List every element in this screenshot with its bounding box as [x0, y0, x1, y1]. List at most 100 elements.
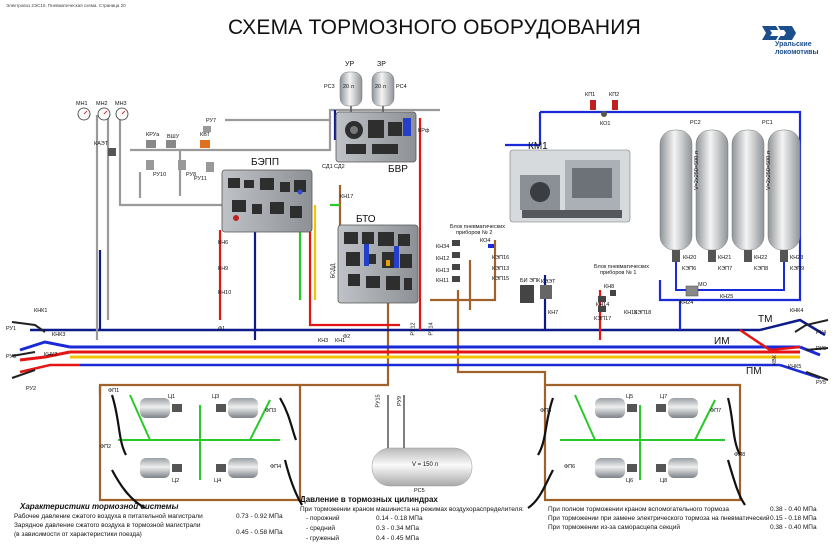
cylinder-c4: [228, 458, 258, 478]
footer-left-title: Характеристики тормозной системы: [20, 502, 179, 511]
label-kn22: КН22: [754, 255, 768, 261]
label-kn9: КН9: [218, 266, 229, 272]
label-knk2: КНК2: [44, 352, 58, 358]
label-fp4: ФП4: [270, 464, 282, 470]
block1-valves: [598, 290, 616, 312]
label-bsdd: БСДД: [330, 263, 337, 279]
label-ur: УР: [345, 61, 355, 68]
label-ko4: КО4: [480, 238, 491, 244]
label-krua: КРУа: [146, 132, 160, 138]
label-rs5: РС5: [414, 488, 425, 494]
label-kn21: КН21: [718, 255, 732, 261]
label-krf: КРф: [418, 128, 430, 134]
label-bi-epk: БИ ЭПК: [520, 278, 541, 284]
label-kn10: КН10: [218, 290, 232, 296]
label-kep13: КЭП13: [492, 266, 510, 272]
label-km1: КМ1: [528, 141, 548, 152]
kp-valves: [590, 100, 618, 117]
cylinder-c6: [595, 458, 625, 478]
label-kn3: КН3: [318, 338, 329, 344]
label-rs4: РС4: [396, 84, 407, 90]
label-kep9: КЭП9: [790, 266, 805, 272]
label-kn23: КН23: [790, 255, 804, 261]
label-vol-ur: 20 л: [343, 84, 354, 90]
brake-cylinders-right: [595, 398, 698, 478]
kaet-valve-icon: [108, 148, 116, 156]
label-kep16: КЭП16: [492, 255, 510, 261]
ru10-valve-icon: [146, 160, 154, 170]
label-fp3: ФП3: [265, 408, 277, 414]
label-c7: Ц7: [660, 394, 668, 400]
label-c1: Ц1: [168, 394, 176, 400]
vshu-valve-icon: [166, 140, 176, 148]
label-c5: Ц5: [626, 394, 634, 400]
footer-right-row-1-value: 0.38 - 0.40 МПа: [770, 506, 817, 513]
bvr-details: [345, 118, 411, 154]
label-kep6: КЭП6: [682, 266, 697, 272]
label-rs2: РС2: [690, 120, 701, 126]
reservoir-rs1b: [767, 129, 801, 251]
footer-mid-row-2-value: 0.3 - 0.34 МПа: [376, 525, 419, 532]
footer-mid-row-3-label: - груженый: [306, 535, 340, 542]
label-ru6: РУ6: [816, 346, 827, 352]
label-kn24: КН24: [680, 300, 694, 306]
label-mo: МО: [698, 282, 707, 288]
page-title: СХЕМА ТОРМОЗНОГО ОБОРУДОВАНИЯ: [228, 16, 641, 39]
label-kvk: КВК: [772, 354, 779, 366]
footer-right-row-3-value: 0.38 - 0.40 МПа: [770, 524, 817, 531]
label-bvr: БВР: [388, 164, 408, 175]
footer-mid-row-2-label: - средний: [306, 525, 335, 532]
reservoir-rs1a: [731, 129, 765, 251]
label-c3: Ц3: [212, 394, 220, 400]
footer-left-row-2-label: Зарядное давление сжатого воздуха в торм…: [14, 522, 201, 529]
label-kaet: КАЭТ: [94, 141, 109, 147]
label-zr: ЗР: [377, 61, 386, 68]
epk-block: [520, 285, 552, 303]
label-tank-b: V=2x250=500 л: [766, 151, 772, 190]
footer-mid-intro: При торможении краном машиниста на режим…: [300, 506, 524, 513]
label-vol-zr: 20 л: [375, 84, 386, 90]
label-knk4: КНК4: [790, 308, 804, 314]
footer-left-row-1-value: 0.73 - 0.92 МПа: [236, 513, 283, 520]
cylinder-c3: [228, 398, 258, 418]
label-kn1: КН1: [335, 338, 346, 344]
ru7-valve-icon: [203, 126, 211, 132]
label-rs3: РС3: [324, 84, 335, 90]
label-kn7: КН7: [548, 310, 559, 316]
label-kep7: КЭП7: [718, 266, 733, 272]
label-kep17: КЭП17: [594, 316, 612, 322]
label-kep8: КЭП8: [754, 266, 769, 272]
label-pm: ПМ: [746, 366, 762, 377]
label-fp2: ФП2: [100, 444, 112, 450]
label-kn20: КН20: [683, 255, 697, 261]
label-c4: Ц4: [214, 478, 222, 484]
label-ko1: КО1: [600, 121, 611, 127]
label-kn6: КН6: [218, 240, 229, 246]
brake-hoses: [110, 394, 746, 509]
logo-line2: локомотивы: [775, 49, 819, 56]
footer-mid-title: Давление в тормозных цилиндрах: [300, 495, 438, 504]
reservoir-rs2a: [659, 129, 693, 251]
label-fp1: ФП1: [108, 388, 120, 394]
label-block1b: приборов № 1: [600, 270, 637, 276]
cylinder-c5: [595, 398, 625, 418]
label-block2: Блок пневматических: [450, 224, 505, 230]
label-ru7: РУ7: [206, 118, 217, 124]
cylinder-c7: [668, 398, 698, 418]
cylinder-c1: [140, 398, 170, 418]
footer-left-row-3-label: (в зависимости от характеристики поезда): [14, 531, 142, 538]
footer-right-row-3-label: При торможении из-за саморасцепа секций: [548, 524, 680, 531]
label-kep15: КЭП15: [492, 276, 510, 282]
label-c6: Ц6: [626, 478, 634, 484]
label-ru9: РУ9: [397, 395, 404, 407]
label-f1: Ф1: [218, 326, 226, 332]
brake-cylinders-left: [140, 398, 258, 478]
label-kn15: КН15: [624, 310, 638, 316]
label-knk5: КНК5: [788, 364, 802, 370]
label-fp7: ФП7: [710, 408, 722, 414]
label-fp6: ФП6: [564, 464, 576, 470]
label-im: ИМ: [714, 336, 730, 347]
footer-mid-row-1-label: - порожний: [306, 515, 340, 522]
label-kn25: КН25: [720, 294, 734, 300]
